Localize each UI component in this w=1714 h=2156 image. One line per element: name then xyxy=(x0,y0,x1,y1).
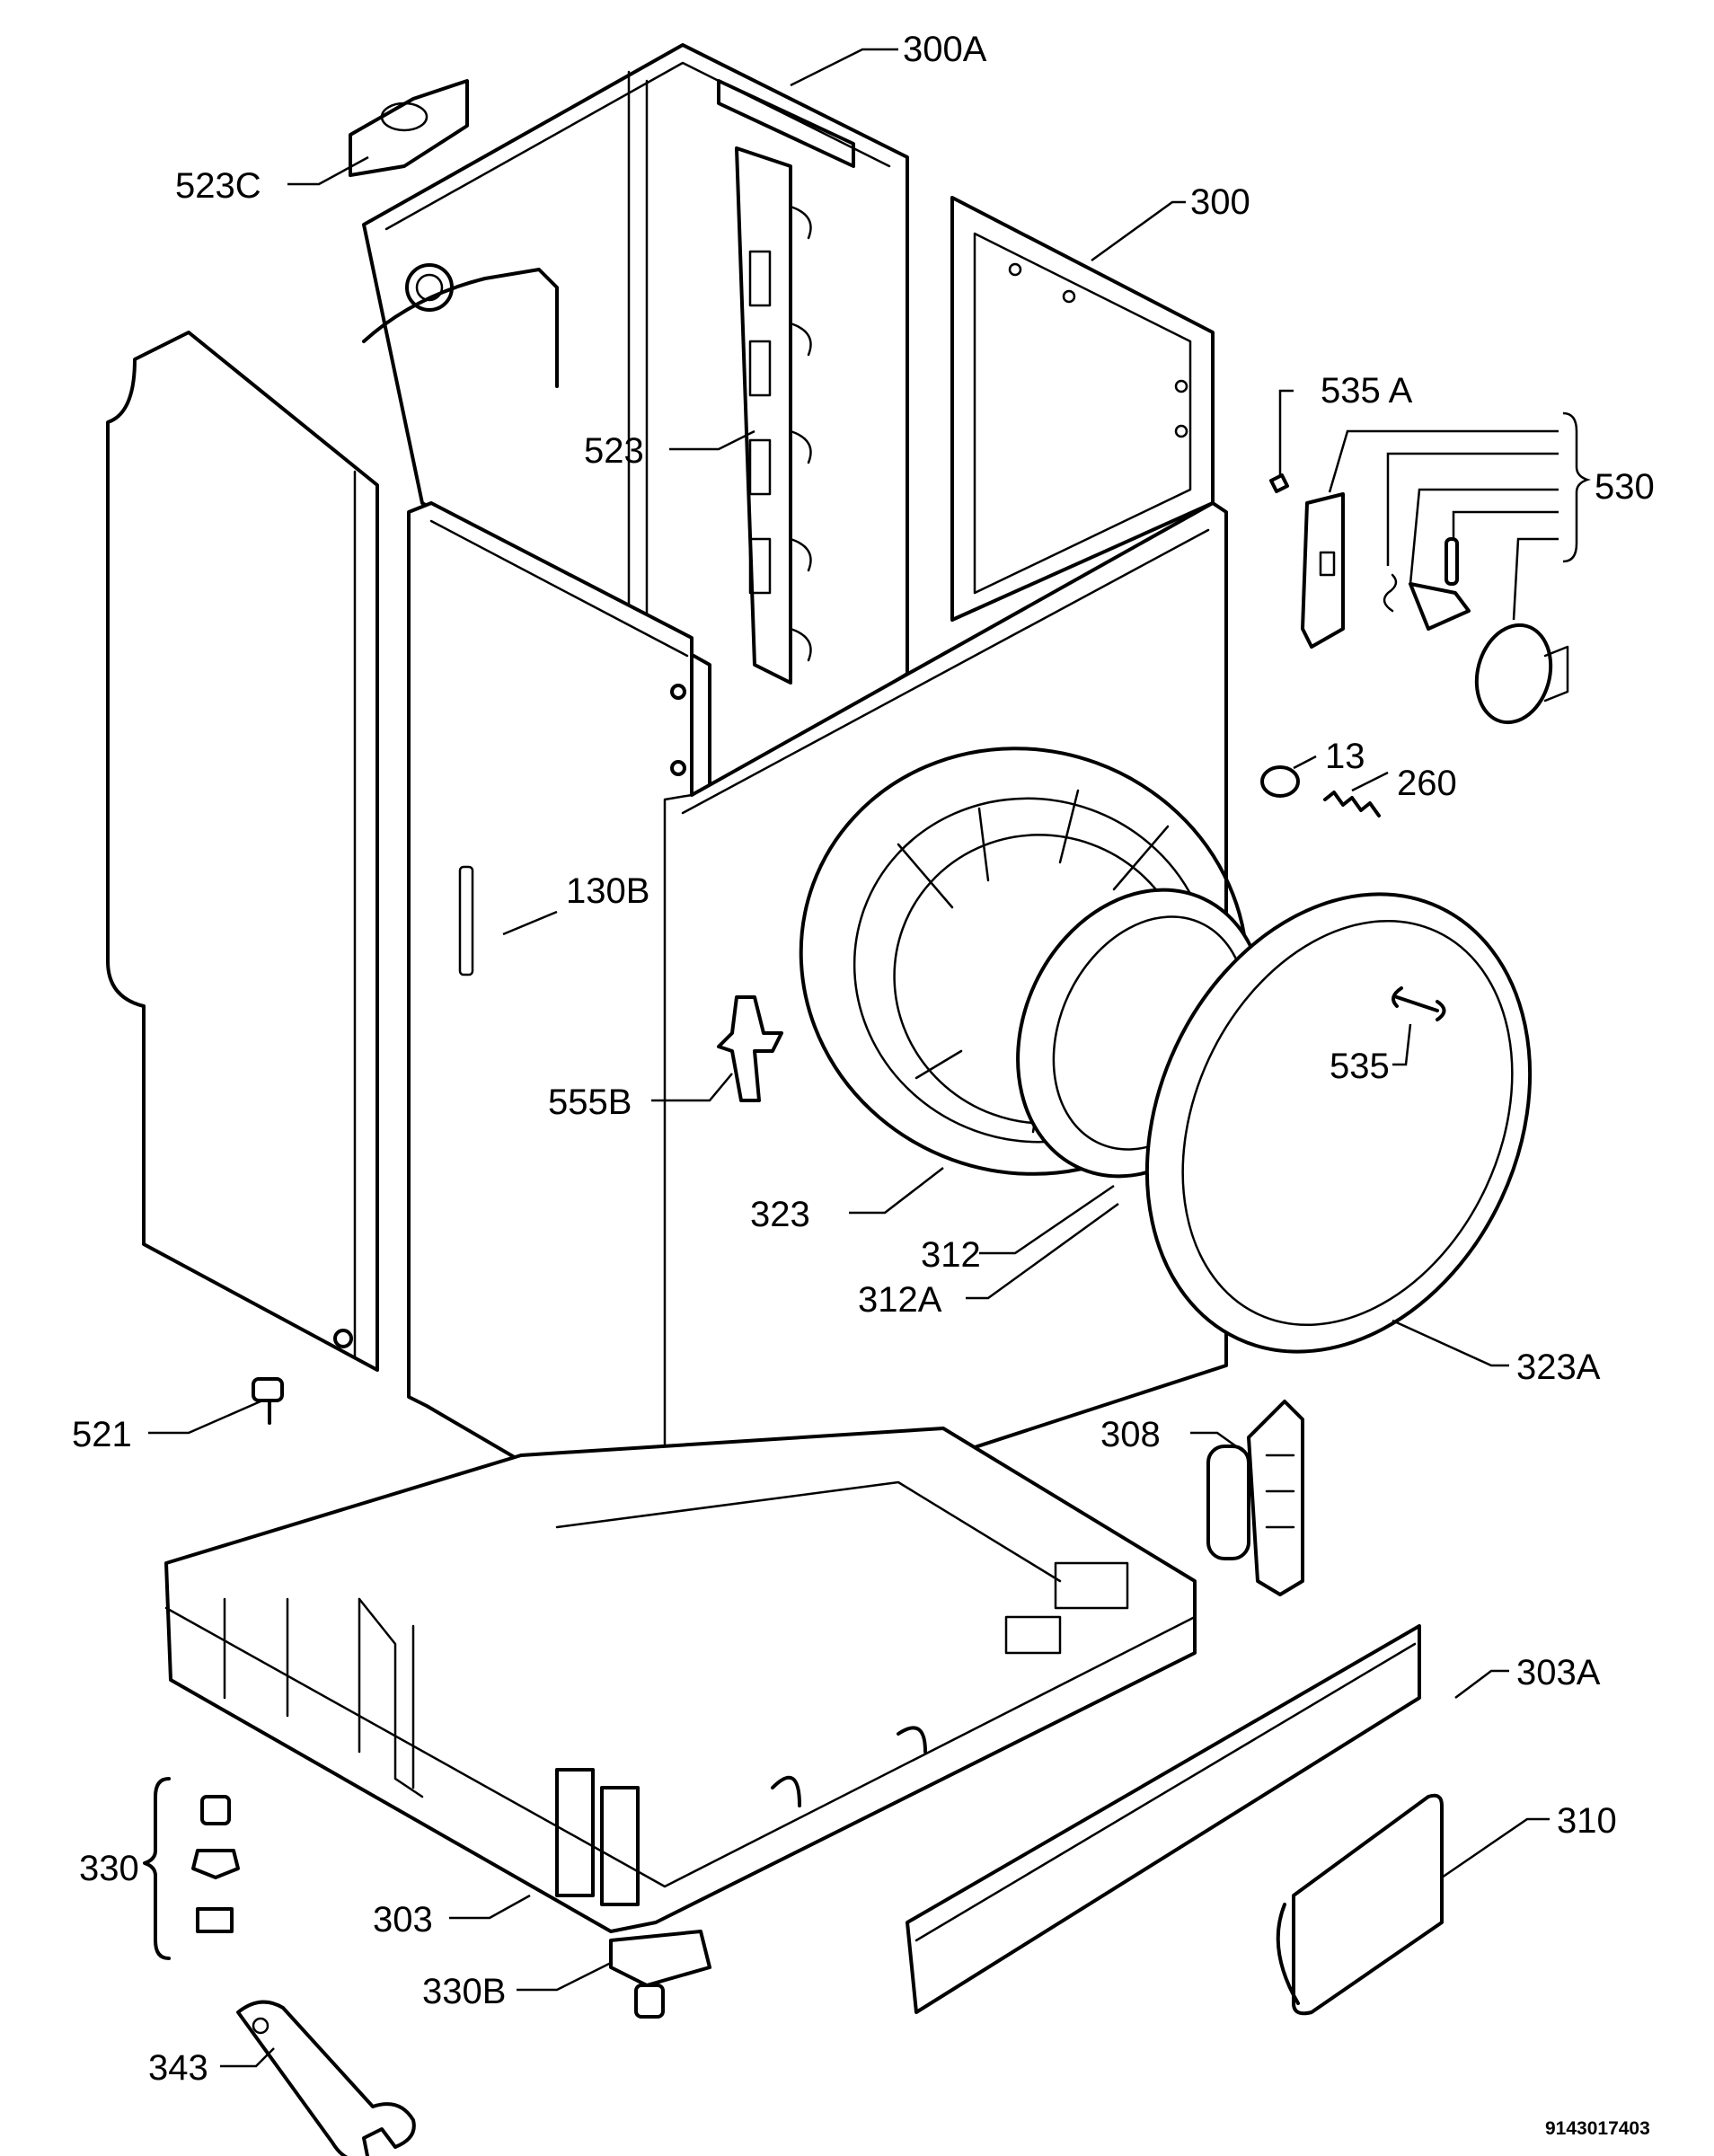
label-312: 312 xyxy=(921,1235,981,1275)
label-535: 535 xyxy=(1330,1047,1390,1086)
label-330: 330 xyxy=(79,1849,139,1888)
front-panel xyxy=(407,501,1228,1547)
label-303a: 303A xyxy=(1516,1653,1601,1692)
label-555b: 555B xyxy=(548,1082,632,1122)
label-343: 343 xyxy=(148,2048,208,2088)
label-323: 323 xyxy=(750,1195,810,1234)
part-310-hatch xyxy=(1276,1793,1444,2016)
label-130b: 130B xyxy=(566,871,649,911)
leader-lines xyxy=(148,48,1591,2068)
label-260: 260 xyxy=(1397,764,1457,803)
label-521: 521 xyxy=(72,1415,132,1454)
part-530-handle-assembly xyxy=(1269,473,1569,725)
drawing-code: 9143017403 xyxy=(1545,2118,1650,2139)
label-523: 523 xyxy=(584,431,644,471)
label-13: 13 xyxy=(1325,737,1365,776)
part-260-spring xyxy=(1323,791,1381,817)
part-343-spanner xyxy=(236,2000,416,2156)
label-308: 308 xyxy=(1100,1415,1161,1454)
part-labels: 300A 523C 300 535 A 530 523 13 260 130B … xyxy=(72,30,1655,2139)
label-310: 310 xyxy=(1557,1801,1617,1841)
part-330b-foot xyxy=(609,1930,711,2019)
label-323a: 323A xyxy=(1516,1348,1601,1387)
label-312a: 312A xyxy=(858,1280,942,1320)
side-panel xyxy=(106,331,379,1372)
label-530: 530 xyxy=(1595,467,1655,507)
part-308-hinge xyxy=(1206,1400,1304,1596)
label-300a: 300A xyxy=(903,30,987,69)
label-330b: 330B xyxy=(422,1972,506,2011)
part-523-rail xyxy=(735,146,812,685)
part-521-screw xyxy=(252,1377,284,1425)
label-300: 300 xyxy=(1190,182,1250,222)
part-330-hardware xyxy=(143,1777,240,1960)
part-13-cap xyxy=(1260,765,1300,798)
part-303-base xyxy=(164,1427,1197,1933)
label-535a: 535 A xyxy=(1321,371,1413,411)
part-323a-door xyxy=(1144,892,1533,1354)
part-523c-clip xyxy=(349,79,469,177)
label-523c: 523C xyxy=(175,166,261,206)
part-303a-plinth xyxy=(906,1624,1421,2014)
label-303: 303 xyxy=(373,1900,433,1940)
